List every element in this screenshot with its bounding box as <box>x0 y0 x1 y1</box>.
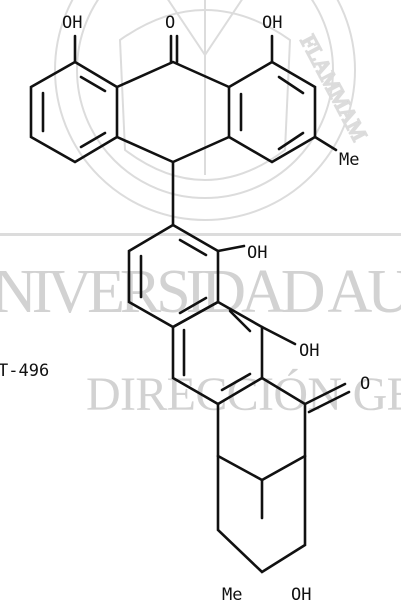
atom-labels: OH O OH Me OH OH O Me OH T-496 <box>0 13 370 605</box>
atom-me-bottom: Me <box>222 585 242 605</box>
ring-bottom <box>216 376 307 482</box>
atom-me-right: Me <box>339 150 359 170</box>
atom-o-lower: O <box>360 374 370 394</box>
watermark-divider <box>0 233 401 236</box>
university-seal-icon: FLAMMAM <box>54 0 373 221</box>
compound-label: T-496 <box>0 361 49 381</box>
seal-lettering: FLAMMAM <box>296 31 373 145</box>
watermark-line-1: NIVERSIDAD AU <box>0 258 401 326</box>
bond-lines <box>29 34 351 574</box>
watermark-line-2: DIRECCIÓN GE <box>86 367 401 421</box>
atom-oh-middle: OH <box>247 243 267 263</box>
atom-oh-bottom: OH <box>291 585 311 605</box>
watermark: FLAMMAM NIVERSIDAD AU DIRECCIÓN GE <box>0 0 401 421</box>
atom-o-top: O <box>165 13 175 33</box>
atom-oh-lower: OH <box>299 341 319 361</box>
atom-oh-top-right: OH <box>262 13 282 33</box>
ring-top-center <box>115 60 231 89</box>
atom-oh-top-left: OH <box>62 13 82 33</box>
